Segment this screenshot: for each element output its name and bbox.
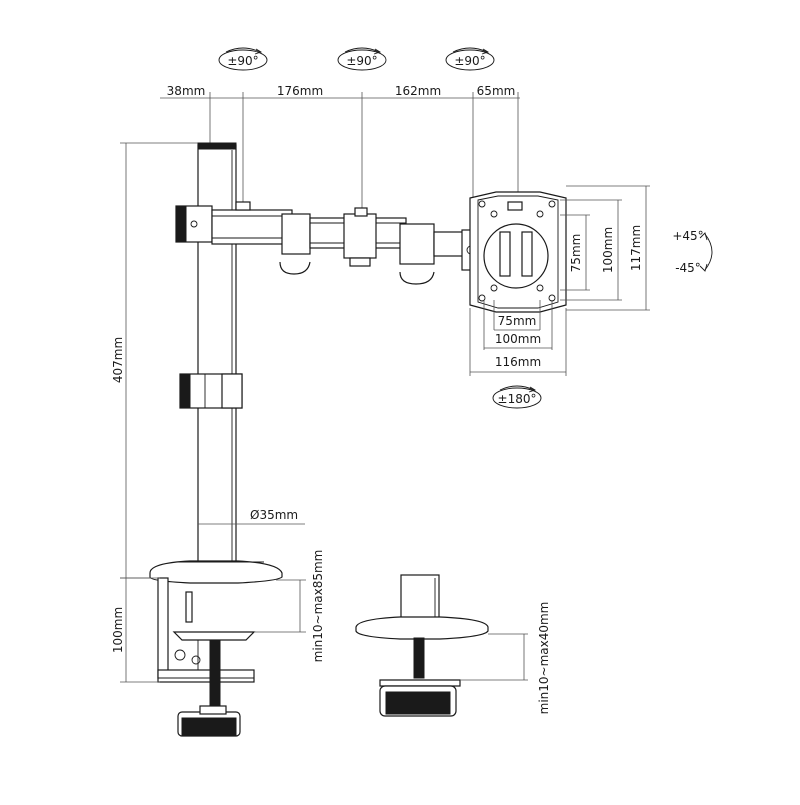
dim-65mm: 65mm bbox=[477, 84, 516, 98]
tilt-up-label: +45° bbox=[672, 229, 703, 243]
tilt-down-label: -45° bbox=[675, 261, 701, 275]
rotation-label-arm3: ±90° bbox=[454, 54, 485, 68]
vesa-vertical-dimensions: 75mm 100mm 117mm bbox=[560, 185, 650, 311]
dim-176mm: 176mm bbox=[277, 84, 323, 98]
rotation-label-arm2: ±90° bbox=[346, 54, 377, 68]
dim-vesa-117-v: 117mm bbox=[629, 225, 643, 271]
rotation-badge-plate: ±180° bbox=[492, 385, 542, 409]
tilt-indicator: +45° -45° bbox=[672, 229, 713, 275]
dim-vesa-116-h: 116mm bbox=[495, 355, 541, 369]
pole-height-dimension: 407mm bbox=[111, 142, 200, 579]
dim-grommet-range: min10~max40mm bbox=[537, 602, 551, 715]
rotation-label-plate: ±180° bbox=[498, 392, 537, 406]
clamp-height-dimension: 100mm bbox=[111, 577, 160, 683]
dim-vesa-75-v: 75mm bbox=[569, 234, 583, 273]
dim-407mm: 407mm bbox=[111, 337, 125, 383]
arm-assembly bbox=[175, 201, 481, 285]
c-clamp bbox=[149, 560, 283, 737]
vesa-plate bbox=[469, 191, 567, 313]
dim-162mm: 162mm bbox=[395, 84, 441, 98]
dim-vesa-75-h: 75mm bbox=[498, 314, 537, 328]
dim-38mm: 38mm bbox=[167, 84, 206, 98]
dim-clamp-range: min10~max85mm bbox=[311, 550, 325, 663]
dim-pole-diameter: Ø35mm bbox=[250, 508, 298, 522]
rotation-badge-arm2: ±90° bbox=[337, 47, 387, 71]
dim-vesa-100-v: 100mm bbox=[601, 227, 615, 273]
rotation-label-arm1: ±90° bbox=[227, 54, 258, 68]
rotation-badge-arm1: ±90° bbox=[218, 47, 268, 71]
vesa-horizontal-dimensions: 75mm 100mm 116mm bbox=[469, 300, 567, 376]
clamp-range-dimension: min10~max85mm bbox=[254, 550, 325, 663]
grommet-mount bbox=[355, 574, 489, 717]
dim-clamp-100mm: 100mm bbox=[111, 607, 125, 653]
cable-clip bbox=[179, 373, 243, 409]
grommet-range-dimension: min10~max40mm bbox=[460, 602, 551, 715]
pole-cap bbox=[197, 142, 237, 150]
arm-dimension-line: 38mm 176mm 162mm 65mm bbox=[160, 84, 520, 215]
rotation-badge-arm3: ±90° bbox=[445, 47, 495, 71]
dim-vesa-100-h: 100mm bbox=[495, 332, 541, 346]
